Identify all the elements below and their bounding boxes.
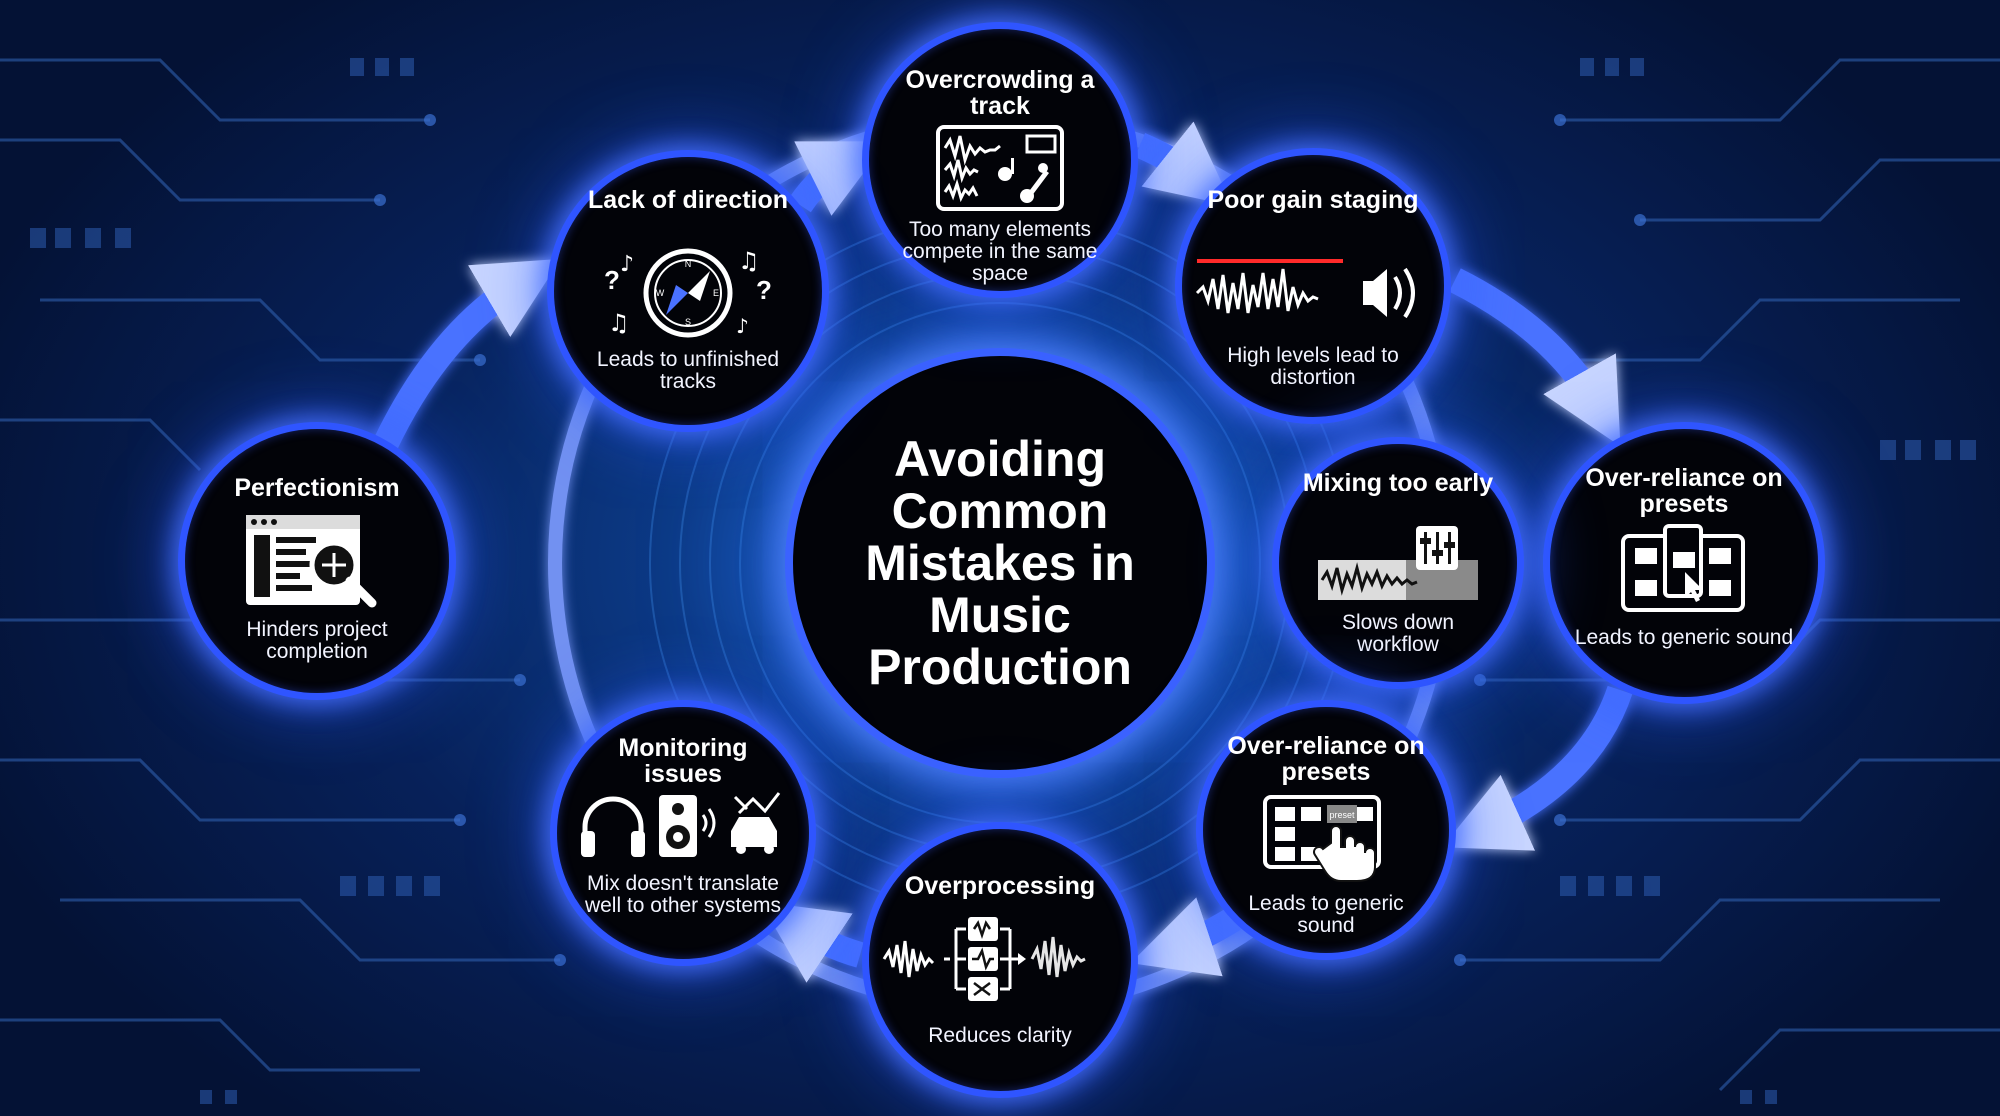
center-title: Avoiding Common Mistakes in Music Produc… <box>865 431 1135 695</box>
node-gain-staging: Poor gain staging High levels lead to di… <box>1175 148 1451 424</box>
node-description: Mix doesn't translate well to other syst… <box>584 872 782 917</box>
node-title: Over-reliance on presets <box>1585 464 1783 518</box>
node-lack-of-direction: Lack of direction N S E W ? ? ♪ ♫ ♫ ♪ Le… <box>547 150 829 432</box>
svg-text:?: ? <box>604 265 620 295</box>
svg-text:?: ? <box>756 275 772 305</box>
compass-notes-icon: N S E W ? ? ♪ ♫ ♫ ♪ <box>598 245 778 346</box>
node-title: Poor gain staging <box>1207 186 1419 214</box>
signal-chain-icon <box>882 913 1118 1010</box>
svg-text:W: W <box>656 288 665 298</box>
node-description: Hinders project completion <box>246 618 388 663</box>
preset-folders-cursor-icon <box>1619 524 1749 619</box>
node-presets-lower: Over-reliance on presets preset Leads to… <box>1196 700 1456 960</box>
node-title: Over-reliance on presets <box>1227 732 1425 786</box>
node-title: Lack of direction <box>587 186 789 214</box>
svg-text:♫: ♫ <box>738 247 760 275</box>
flow-arrow <box>760 901 864 983</box>
flow-arrow <box>789 141 888 216</box>
flow-arrow <box>1134 121 1233 206</box>
flow-arrow <box>1449 268 1621 447</box>
headphones-speaker-car-icon <box>577 791 789 866</box>
node-title: Monitoring issues <box>618 734 748 788</box>
node-description: Too many elements compete in the same sp… <box>902 218 1098 285</box>
node-description: Leads to generic sound <box>1574 626 1794 649</box>
node-title: Perfectionism <box>234 474 400 502</box>
window-magnifier-icon <box>242 511 392 620</box>
svg-text:♫: ♫ <box>608 309 630 337</box>
waveform-instruments-icon <box>935 124 1065 217</box>
flow-arrow <box>373 258 561 451</box>
svg-text:♪: ♪ <box>736 314 749 338</box>
node-title: Mixing too early <box>1302 469 1494 497</box>
node-description: Leads to generic sound <box>1248 892 1404 937</box>
clipping-waveform-speaker-icon <box>1193 249 1433 334</box>
node-title: Overcrowding a track <box>905 66 1095 120</box>
node-title: Overprocessing <box>904 872 1096 900</box>
svg-text:♪: ♪ <box>620 252 634 277</box>
svg-text:S: S <box>685 317 691 327</box>
node-overcrowding: Overcrowding a track Too many elements c… <box>862 22 1138 298</box>
center-hub: Avoiding Common Mistakes in Music Produc… <box>785 348 1215 778</box>
node-description: High levels lead to distortion <box>1227 344 1399 389</box>
svg-text:N: N <box>685 259 692 269</box>
preset-folders-hand-icon: preset <box>1261 793 1391 890</box>
flow-arrow <box>1442 685 1633 851</box>
preset-tag: preset <box>1329 810 1355 820</box>
node-description: Slows down workflow <box>1341 611 1455 656</box>
mixer-faders-icon <box>1316 524 1480 609</box>
node-mixing-early: Mixing too early Slows down workflow <box>1272 437 1524 689</box>
node-monitoring: Monitoring issues Mix doesn't translate … <box>550 700 816 966</box>
node-overprocessing: Overprocessing Reduces clarity <box>862 822 1138 1098</box>
node-description: Leads to unfinished tracks <box>596 348 780 393</box>
node-description: Reduces clarity <box>928 1024 1072 1047</box>
svg-text:E: E <box>713 288 719 298</box>
node-perfectionism: Perfectionism Hinders project completion <box>178 422 456 700</box>
node-presets-right: Over-reliance on presets Leads to generi… <box>1543 422 1825 704</box>
